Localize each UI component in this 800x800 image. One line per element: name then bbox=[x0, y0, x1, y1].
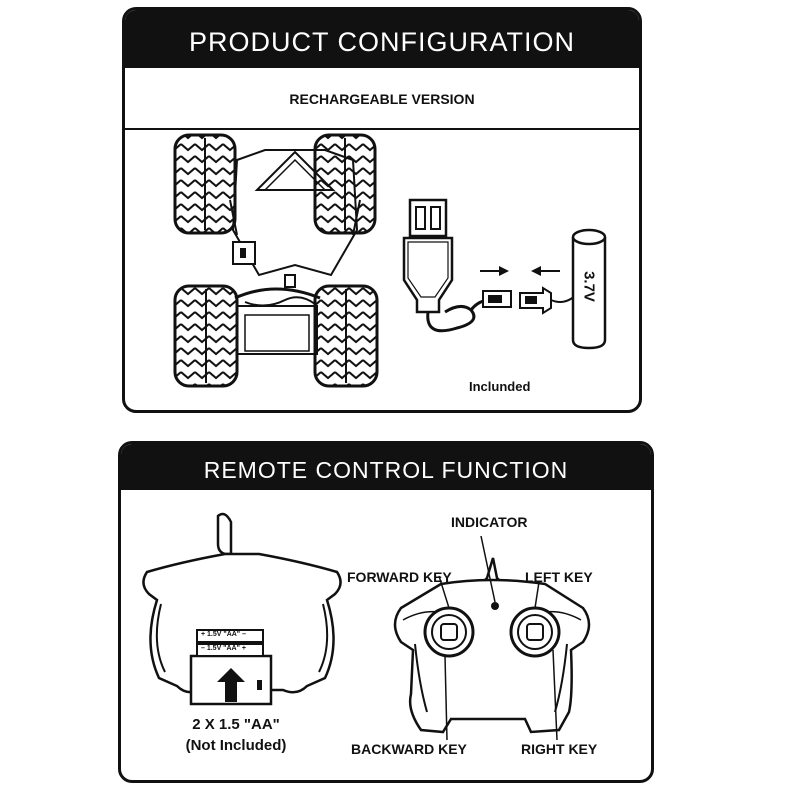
battery-cell-2 bbox=[196, 643, 264, 657]
car-and-charger-illustration bbox=[173, 133, 607, 388]
backward-key-label: BACKWARD KEY bbox=[351, 741, 467, 757]
forward-backward-stick-icon[interactable] bbox=[423, 575, 475, 741]
rechargeable-version-label: RECHARGEABLE VERSION bbox=[125, 68, 639, 130]
remote-control-function-title: REMOTE CONTROL FUNCTION bbox=[121, 444, 651, 490]
product-configuration-title: PRODUCT CONFIGURATION bbox=[125, 10, 639, 68]
battery-cell-2-label: – 1.5V "AA" + bbox=[201, 645, 246, 652]
usb-charger-icon bbox=[402, 198, 578, 333]
battery-cell-1-label: + 1.5V "AA" – bbox=[201, 631, 246, 638]
product-configuration-panel: PRODUCT CONFIGURATION RECHARGEABLE VERSI… bbox=[122, 7, 642, 413]
battery-voltage-label: 3.7V bbox=[580, 271, 598, 302]
rear-left-tire bbox=[173, 284, 239, 388]
left-key-label: LEFT KEY bbox=[525, 569, 593, 585]
front-left-tire bbox=[173, 133, 237, 235]
rear-right-tire bbox=[313, 284, 379, 388]
battery-note-label: (Not Included) bbox=[185, 737, 287, 754]
remote-back-icon bbox=[142, 512, 342, 706]
indicator-light-icon bbox=[480, 535, 499, 610]
forward-key-label: FORWARD KEY bbox=[347, 569, 452, 585]
battery-icon bbox=[571, 228, 607, 350]
indicator-label: INDICATOR bbox=[451, 514, 528, 530]
remote-control-function-panel: REMOTE CONTROL FUNCTION bbox=[118, 441, 654, 783]
left-right-stick-icon[interactable] bbox=[509, 581, 561, 741]
included-label: Inclunded bbox=[469, 379, 531, 394]
right-key-label: RIGHT KEY bbox=[521, 741, 598, 757]
connect-arrows-icon bbox=[480, 266, 560, 276]
battery-cell-1 bbox=[196, 629, 264, 643]
rc-car-icon bbox=[173, 133, 379, 388]
front-right-tire bbox=[313, 133, 377, 235]
battery-spec-label: 2 X 1.5 "AA" bbox=[192, 716, 280, 733]
remote-control-illustration bbox=[142, 512, 591, 741]
